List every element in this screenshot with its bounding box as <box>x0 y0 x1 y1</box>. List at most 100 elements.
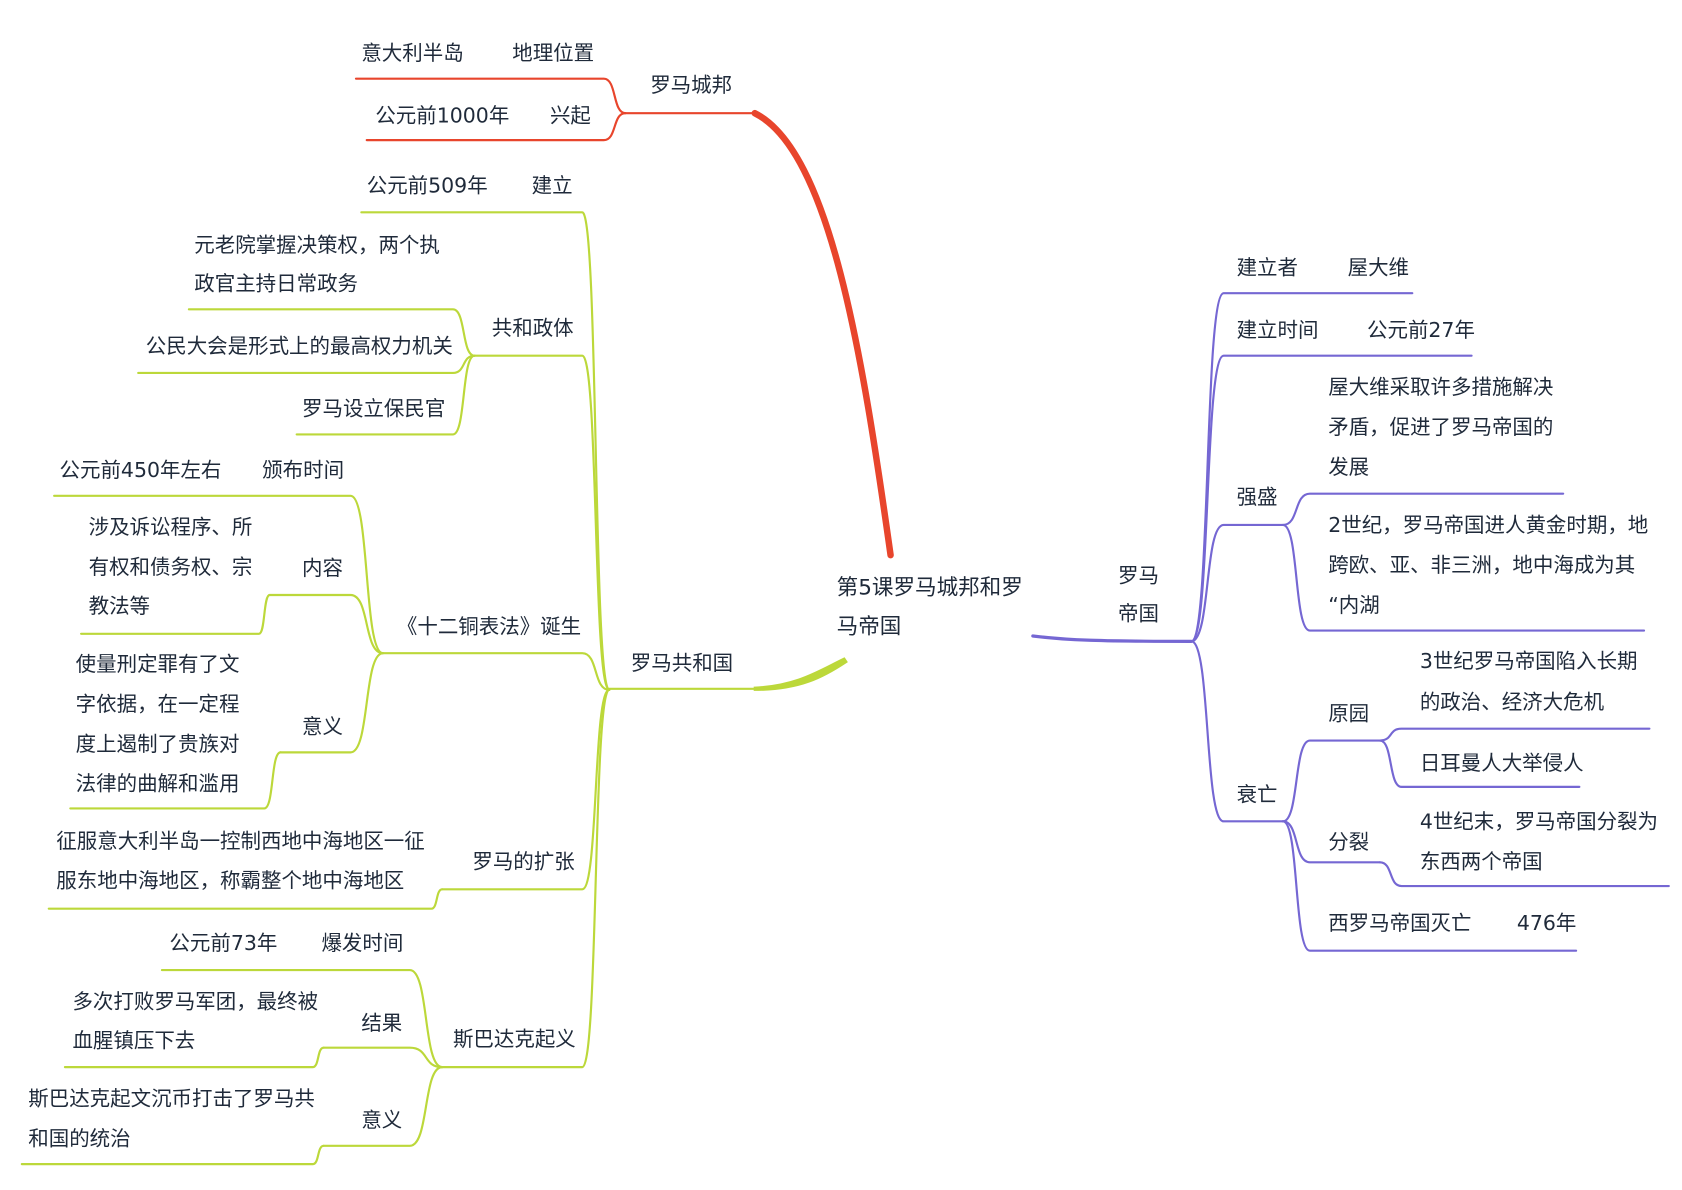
polity-item-1-line-1[interactable]: 元老院掌握决策权，两个执 <box>194 233 440 257</box>
spartacus-meaning-line[interactable]: 斯巴达克起文沉币打击了罗马共 <box>28 1086 315 1110</box>
topic-location-value[interactable]: 意大利半岛 <box>361 41 463 65</box>
prosperity-item-2-line[interactable]: 跨欧、亚、非三洲，地中海成为其 <box>1328 553 1635 577</box>
connector-expansion <box>441 688 611 891</box>
polity-item-3[interactable]: 罗马设立保民官 <box>302 397 445 421</box>
connector-twelve-tables <box>381 652 611 691</box>
central-topic-line-2: 马帝国 <box>837 614 902 639</box>
twelve-tables-content-line[interactable]: 教法等 <box>89 594 150 618</box>
twelve-tables-meaning-line[interactable]: 度上遏制了贵族对 <box>76 732 240 756</box>
topic-location-label[interactable]: 地理位置 <box>512 41 594 65</box>
twelve-tables-meaning-line[interactable]: 字依据，在一定程 <box>76 692 240 716</box>
empire-founded-value[interactable]: 公元前27年 <box>1367 318 1475 342</box>
decline-split-line[interactable]: 4世纪末，罗马帝国分裂为 <box>1420 809 1658 833</box>
empire-founded-label[interactable]: 建立时间 <box>1237 318 1319 342</box>
connector-rise <box>365 112 627 142</box>
main-branch-empire <box>1031 634 1193 643</box>
connector-empire-founded <box>1190 354 1473 643</box>
topic-rise-value[interactable]: 公元前1000年 <box>375 103 509 127</box>
connector-split-leaf <box>1378 861 1670 888</box>
topic-founded-value[interactable]: 公元前509年 <box>367 173 488 197</box>
topic-empire-line-1[interactable]: 罗马 <box>1118 564 1159 588</box>
main-branch-republic <box>753 657 848 691</box>
spartacus-result-label[interactable]: 结果 <box>361 1011 402 1035</box>
twelve-tables-meaning-line[interactable]: 使量刑定罪有了文 <box>76 652 240 676</box>
topic-spartacus[interactable]: 斯巴达克起义 <box>453 1027 576 1051</box>
expansion-line[interactable]: 服东地中海地区，称霸整个地中海地区 <box>56 869 404 893</box>
central-topic-line-1: 第5课罗马城邦和罗 <box>837 576 1023 601</box>
twelve-tables-content-label[interactable]: 内容 <box>302 556 343 580</box>
decline-cause-item-1-line[interactable]: 3世纪罗马帝国陷入长期 <box>1420 649 1638 673</box>
twelve-tables-time-value[interactable]: 公元前450年左右 <box>60 458 222 482</box>
empire-founder-label[interactable]: 建立者 <box>1237 255 1298 279</box>
connector-prosperity-item <box>1281 523 1646 632</box>
spartacus-time-value[interactable]: 公元前73年 <box>169 931 277 955</box>
topic-republic[interactable]: 罗马共和国 <box>631 651 733 675</box>
connector-prosperity <box>1190 523 1285 643</box>
connector-meaning-leaf <box>69 751 282 810</box>
prosperity-item-1-line[interactable]: 屋大维采取许多措施解决 <box>1328 375 1553 399</box>
connector-lines <box>20 77 1670 1166</box>
expansion-line[interactable]: 征服意大利半岛一控制西地中海地区一征 <box>56 829 424 853</box>
decline-cause-label[interactable]: 原园 <box>1328 702 1369 726</box>
connector-twelve-tables-content <box>268 593 384 655</box>
connector-meaning-leaf <box>20 1144 325 1166</box>
spartacus-result-line[interactable]: 血腥镇压下去 <box>72 1028 195 1052</box>
connector-cause-item <box>1378 739 1581 788</box>
connector-polity-item <box>295 354 476 436</box>
connector-spartacus-result <box>322 1046 444 1069</box>
connector-cause <box>1281 739 1382 823</box>
connector-spartacus-time <box>160 969 444 1069</box>
twelve-tables-meaning-line[interactable]: 法律的曲解和滥用 <box>76 772 240 796</box>
decline-cause-item-1-line[interactable]: 的政治、经济大危机 <box>1420 690 1605 714</box>
spartacus-meaning-line[interactable]: 和国的统治 <box>28 1126 130 1150</box>
connector-cause-item <box>1378 727 1651 742</box>
connector-split <box>1281 820 1382 864</box>
topic-city-state[interactable]: 罗马城邦 <box>650 73 732 97</box>
decline-split-label[interactable]: 分裂 <box>1328 830 1369 854</box>
connector-prosperity-item <box>1281 492 1565 527</box>
spartacus-time-label[interactable]: 爆发时间 <box>321 931 403 955</box>
spartacus-result-line[interactable]: 多次打败罗马军团，最终被 <box>72 989 318 1013</box>
twelve-tables-time-label[interactable]: 颁布时间 <box>262 458 344 482</box>
connector-result-leaf <box>63 1046 325 1069</box>
connector-twelve-tables-time <box>53 494 384 655</box>
twelve-tables-content-line[interactable]: 涉及诉讼程序、所 <box>89 515 253 539</box>
topic-rise-label[interactable]: 兴起 <box>550 103 591 127</box>
central-topic[interactable]: 第5课罗马城邦和罗 马帝国 <box>837 576 1023 640</box>
topic-expansion[interactable]: 罗马的扩张 <box>472 849 574 873</box>
connector-polity-item <box>187 308 476 357</box>
main-branch-city-state <box>751 109 894 559</box>
connector-content-leaf <box>80 593 271 635</box>
decline-fall-label[interactable]: 西罗马帝国灭亡 <box>1328 911 1471 935</box>
prosperity-item-2-line[interactable]: “内湖 <box>1328 593 1380 617</box>
connector-founder <box>1190 292 1414 643</box>
connector-expansion-leaf <box>47 888 444 910</box>
branch-republic[interactable]: 罗马共和国 建立 公元前509年 共和政体 元老院掌握决策权，两个执 政官主持日… <box>28 173 733 1150</box>
prosperity-item-2-line[interactable]: 2世纪，罗马帝国进人黄金时期，地 <box>1328 513 1648 537</box>
branch-city-state[interactable]: 罗马城邦 地理位置 意大利半岛 兴起 公元前1000年 <box>361 41 732 128</box>
twelve-tables-content-line[interactable]: 有权和债务权、宗 <box>89 555 253 579</box>
polity-item-2[interactable]: 公民大会是形式上的最高权力机关 <box>146 334 453 358</box>
topic-decline[interactable]: 衰亡 <box>1237 782 1278 806</box>
decline-cause-item-2[interactable]: 日耳曼人大举侵人 <box>1420 751 1584 775</box>
empire-founder-value[interactable]: 屋大维 <box>1348 255 1409 279</box>
topic-founded-label[interactable]: 建立 <box>532 173 573 197</box>
decline-split-line[interactable]: 东西两个帝国 <box>1420 849 1543 873</box>
prosperity-item-1-line[interactable]: 矛盾，促进了罗马帝国的 <box>1328 415 1553 439</box>
twelve-tables-meaning-label[interactable]: 意义 <box>302 715 343 739</box>
connector-fall <box>1281 820 1578 952</box>
topic-empire-line-2[interactable]: 帝国 <box>1118 601 1159 625</box>
topic-polity[interactable]: 共和政体 <box>492 316 574 340</box>
connector-polity <box>473 354 611 691</box>
connector-decline <box>1190 640 1285 823</box>
topic-twelve-tables[interactable]: 《十二铜表法》诞生 <box>397 614 581 638</box>
connector-polity-item <box>137 354 476 375</box>
topic-prosperity[interactable]: 强盛 <box>1237 485 1278 509</box>
branch-empire[interactable]: 罗马 帝国 建立者 屋大维 建立时间 公元前27年 强盛 屋大维采取许多措施解决… <box>1118 255 1658 934</box>
spartacus-meaning-label[interactable]: 意义 <box>361 1108 402 1132</box>
prosperity-item-1-line[interactable]: 发展 <box>1328 455 1369 479</box>
polity-item-1-line-2[interactable]: 政官主持日常政务 <box>194 272 358 296</box>
decline-fall-value[interactable]: 476年 <box>1517 911 1577 935</box>
connector-twelve-tables-meaning <box>279 652 384 754</box>
